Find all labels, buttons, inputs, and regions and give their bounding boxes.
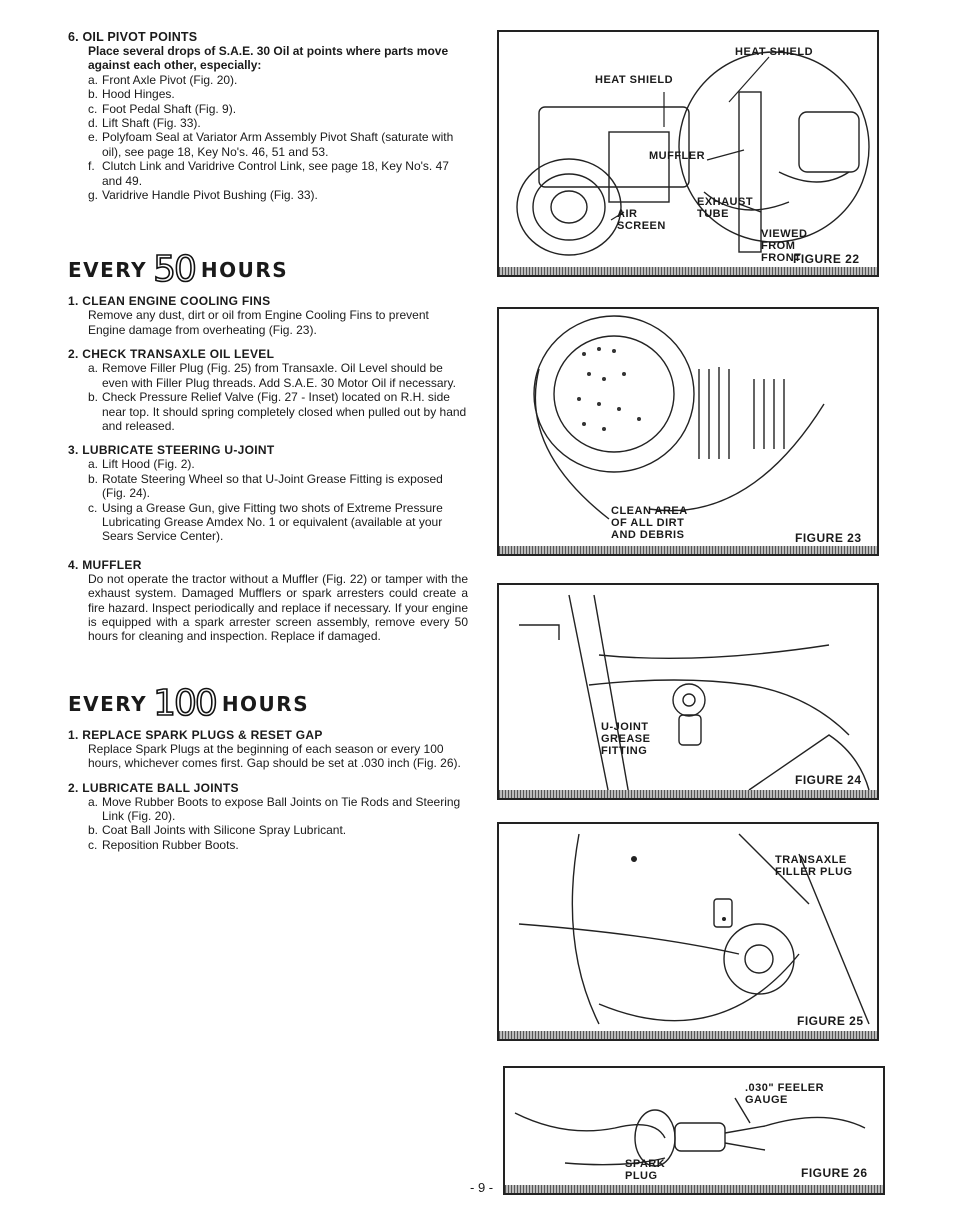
spark-plug-section: 1. REPLACE SPARK PLUGS & RESET GAP Repla… (68, 728, 468, 771)
list-item: b.Coat Ball Joints with Silicone Spray L… (88, 823, 347, 838)
every-50-hours-heading: EVERY 50 HOURS (68, 249, 289, 291)
label-heat-shield-left: HEAT SHIELD (595, 74, 674, 86)
transaxle-oil-section: 2. CHECK TRANSAXLE OIL LEVEL a.Remove Fi… (68, 347, 468, 433)
label-viewed-from-front: VIEWED FROM FRONT (761, 228, 808, 264)
oil-pivot-title: 6. OIL PIVOT POINTS (68, 30, 198, 44)
list-item: a.Front Axle Pivot (Fig. 20). (88, 72, 238, 87)
figure-25-caption: FIGURE 25 (797, 1014, 864, 1028)
muffler-title: 4. MUFFLER (68, 557, 142, 572)
clean-fins-text: Remove any dust, dirt or oil from Engine… (88, 308, 429, 337)
transaxle-oil-list: a.Remove Filler Plug (Fig. 25) from Tran… (68, 361, 468, 433)
ball-joints-section: 2. LUBRICATE BALL JOINTS a.Move Rubber B… (68, 781, 468, 853)
list-item: e.Polyfoam Seal at Variator Arm Assembly… (88, 130, 454, 159)
label-air-screen: AIR SCREEN (617, 208, 666, 232)
muffler-section: 4. MUFFLER Do not operate the tractor wi… (68, 558, 468, 644)
transaxle-illustration (518, 833, 870, 1025)
figure-24-steering-ujoint: U-JOINT GREASE FITTING FIGURE 24 (497, 583, 879, 800)
label-heat-shield-right: HEAT SHIELD (735, 46, 814, 58)
figure-26-spark-plug-gap: .030" FEELER GAUGE SPARK PLUG FIGURE 26 (503, 1066, 885, 1195)
list-item: a.Remove Filler Plug (Fig. 25) from Tran… (88, 361, 456, 390)
figure-22-caption: FIGURE 22 (793, 252, 860, 266)
steering-ujoint-illustration (519, 594, 870, 796)
label-ujoint-grease-fitting: U-JOINT GREASE FITTING (601, 721, 651, 757)
label-transaxle-filler-plug: TRANSAXLE FILLER PLUG (775, 854, 853, 878)
list-item: b.Rotate Steering Wheel so that U-Joint … (88, 471, 443, 501)
spark-plug-gauge-illustration (514, 1097, 866, 1167)
figure-23-cooling-fins: CLEAN AREA OF ALL DIRT AND DEBRIS FIGURE… (497, 307, 879, 556)
figure-24-caption: FIGURE 24 (795, 773, 862, 787)
clean-fins-section: 1. CLEAN ENGINE COOLING FINS Remove any … (68, 294, 468, 337)
ball-joints-title: 2. LUBRICATE BALL JOINTS (68, 780, 239, 795)
page-number: - 9 - (470, 1180, 494, 1195)
list-item: f.Clutch Link and Varidrive Control Link… (88, 159, 449, 188)
list-item: b.Check Pressure Relief Valve (Fig. 27 -… (88, 390, 467, 433)
label-clean-area: CLEAN AREA OF ALL DIRT AND DEBRIS (611, 505, 688, 541)
oil-pivot-intro: Place several drops of S.A.E. 30 Oil at … (88, 44, 449, 73)
every-100-hours-heading: EVERY 100 HOURS (68, 682, 310, 724)
figure-22-engine-heat-shield: HEAT SHIELD HEAT SHIELD MUFFLER AIR SCRE… (497, 30, 879, 277)
oil-pivot-list: a.Front Axle Pivot (Fig. 20). b.Hood Hin… (88, 73, 468, 203)
hundred-outline-number: 100 (152, 682, 218, 724)
list-item: c.Reposition Rubber Boots. (88, 837, 239, 852)
text-column: 6. OIL PIVOT POINTS Place several drops … (68, 30, 468, 852)
list-item: b.Hood Hinges. (88, 87, 175, 102)
list-item: a.Lift Hood (Fig. 2). (88, 457, 195, 472)
list-item: c.Using a Grease Gun, give Fitting two s… (88, 500, 443, 544)
muffler-text: Do not operate the tractor without a Muf… (88, 571, 468, 644)
fifty-outline-number: 50 (152, 249, 197, 291)
figure-25-transaxle-filler-plug: TRANSAXLE FILLER PLUG FIGURE 25 (497, 822, 879, 1041)
list-item: d.Lift Shaft (Fig. 33). (88, 116, 201, 131)
figure-23-caption: FIGURE 23 (795, 531, 862, 545)
list-item: c.Foot Pedal Shaft (Fig. 9). (88, 101, 237, 116)
spark-plug-title: 1. REPLACE SPARK PLUGS & RESET GAP (68, 727, 323, 742)
figure-26-caption: FIGURE 26 (801, 1166, 868, 1180)
cooling-fins-illustration (533, 315, 825, 520)
spark-plug-text: Replace Spark Plugs at the beginning of … (88, 741, 461, 771)
label-exhaust-tube: EXHAUST TUBE (697, 196, 754, 220)
oil-pivot-section: 6. OIL PIVOT POINTS Place several drops … (68, 30, 468, 202)
clean-fins-title: 1. CLEAN ENGINE COOLING FINS (68, 294, 271, 309)
label-muffler: MUFFLER (649, 150, 706, 162)
steering-ujoint-section: 3. LUBRICATE STEERING U-JOINT a.Lift Hoo… (68, 443, 468, 543)
steering-ujoint-title: 3. LUBRICATE STEERING U-JOINT (68, 443, 275, 458)
ball-joints-list: a.Move Rubber Boots to expose Ball Joint… (68, 795, 468, 853)
label-spark-plug: SPARK PLUG (625, 1158, 666, 1182)
transaxle-oil-title: 2. CHECK TRANSAXLE OIL LEVEL (68, 347, 275, 362)
engine-muffler-illustration (516, 51, 870, 256)
list-item: g.Varidrive Handle Pivot Bushing (Fig. 3… (88, 188, 318, 203)
list-item: a.Move Rubber Boots to expose Ball Joint… (88, 794, 461, 823)
steering-ujoint-list: a.Lift Hood (Fig. 2). b.Rotate Steering … (68, 457, 468, 543)
label-feeler-gauge: .030" FEELER GAUGE (745, 1082, 825, 1106)
